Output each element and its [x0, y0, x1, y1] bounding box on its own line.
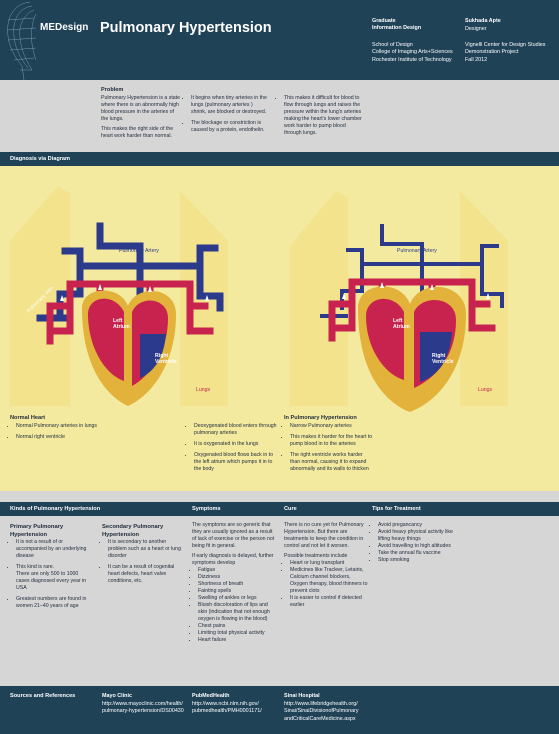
kinds-band: [0, 502, 559, 516]
blood-flow-item: It is oxygenated in the lungs: [194, 441, 278, 448]
problem-bullet: It begins when tiny arteries in the lung…: [191, 95, 267, 116]
hypertension-item: The right ventricle works harder than no…: [290, 452, 374, 473]
label-right-ventricle: Right Ventricle: [155, 353, 177, 365]
cure-item: Medicines like Tracleer, Letairis, Calci…: [290, 567, 368, 595]
program-title: Graduate Information Design: [372, 18, 422, 32]
secondary-item: It can be a result of cogenital heart de…: [108, 564, 184, 585]
symptoms-heading: Symptoms: [192, 506, 221, 512]
sources-heading: Sources and References: [10, 693, 76, 699]
diagnosis-heading: Diagnosis via Diagram: [10, 156, 70, 162]
heart-inner-left: [366, 298, 404, 380]
kinds-heading: Kinds of Pulmonary Hypertension: [10, 506, 101, 512]
label-left-atrium: Left Atrium: [113, 318, 130, 330]
symptom-item: Limiting total physical activity: [198, 630, 278, 637]
problem-col1: Pulmonary Hypertension is a state where …: [101, 95, 181, 143]
hypertension-heart-graphic: [320, 224, 504, 412]
symptom-item: Fainting spells: [198, 588, 278, 595]
project-info: Vignelli Center for Design Studies Demon…: [465, 42, 546, 63]
tip-item: Avoid heavy physical activity like lifti…: [378, 529, 456, 543]
sources-band: [0, 686, 559, 734]
symptom-item: Heart failure: [198, 637, 278, 644]
normal-heart-list: Normal Pulmonary arteries in lungs Norma…: [10, 423, 110, 441]
normal-heart-title: Normal Heart: [10, 415, 46, 421]
source-sinai-link[interactable]: http://www.lifebridgehealth.org/ Sinai/S…: [284, 701, 359, 722]
symptom-item: Swelling of ankles or legs: [198, 595, 278, 602]
problem-text: Pulmonary Hypertension is a state where …: [101, 95, 181, 123]
cure-intro2: Possible treatments include: [284, 553, 348, 560]
symptom-item: Bluish discoloration of lips and skin (i…: [198, 602, 278, 623]
cure-item: Heart or lung transplant: [290, 560, 368, 567]
diagnosis-band: [0, 152, 559, 166]
source-pubmed-title: PubMedHealth: [192, 693, 230, 699]
problem-bullet: The blockage or constriction is caused b…: [191, 120, 267, 134]
label-pulmonary-artery: Pulmonary Artery: [397, 248, 437, 254]
logo: MEDesign: [40, 22, 89, 33]
hypertension-title: In Pulmonary Hypertension: [284, 415, 357, 421]
heart-inner-left: [88, 298, 124, 381]
tips-heading: Tips for Treatment: [372, 506, 421, 512]
symptoms-section: The symptoms are so generic that they ar…: [192, 522, 278, 644]
blood-flow-list: Deoxygenated blood enters through pulmon…: [188, 423, 278, 473]
secondary-item: It is secondary to another problem such …: [108, 539, 184, 560]
primary-item: This kind is rare. There are only 500 to…: [16, 564, 90, 592]
school-info: School of Design College of Imaging Arts…: [372, 42, 453, 63]
secondary-list: It is secondary to another problem such …: [102, 539, 184, 585]
hypertension-item: This makes it harder for the heart to pu…: [290, 434, 374, 448]
symptom-item: Chest pains: [198, 623, 278, 630]
tip-item: Stop smoking: [378, 557, 456, 564]
cure-intro: There is no cure yet for Pulmonary Hyper…: [284, 522, 364, 550]
cure-section: There is no cure yet for Pulmonary Hyper…: [284, 522, 368, 609]
problem-bullet: This makes it difficult for blood to flo…: [284, 95, 364, 137]
secondary-title: Secondary Pulmonary Hypertension: [102, 524, 164, 538]
label-lungs: Lungs: [478, 387, 493, 393]
tips-section: Avoid pregancancy Avoid heavy physical a…: [372, 522, 456, 564]
problem-col3: This makes it difficult for blood to flo…: [278, 95, 364, 137]
face-wireframe-graphic: [0, 0, 38, 81]
label-pulmonary-artery: Pulmonary Artery: [119, 248, 159, 254]
problem-col2: It begins when tiny arteries in the lung…: [185, 95, 267, 134]
normal-heart-item: Normal right ventricle: [16, 434, 110, 441]
left-lung-shape: [10, 186, 70, 406]
source-mayo-title: Mayo Clinic: [102, 693, 132, 699]
right-ventricle-shape: [420, 332, 452, 382]
symptom-item: Fatigue: [198, 567, 278, 574]
source-sinai-title: Sinai Hospital: [284, 693, 320, 699]
tip-item: Avoid travelling to high altitudes: [378, 543, 456, 550]
cure-item: It is easier to control if detected earl…: [290, 595, 368, 609]
primary-list: It is not a result of or accompanied by …: [10, 539, 90, 610]
diagram-area: [0, 166, 559, 491]
heart-lung-diagram: [10, 186, 508, 412]
tip-item: Take the annual flu vaccine: [378, 550, 456, 557]
blood-flow-item: Oxygenated blood flows back in to the le…: [194, 452, 278, 473]
primary-title: Primary Pulmonary Hypertension: [10, 524, 64, 538]
hypertension-list: Narrow Pulmonary arteries This makes it …: [284, 423, 374, 473]
header-band: [0, 0, 559, 80]
primary-item: It is not a result of or accompanied by …: [16, 539, 90, 560]
symptoms-intro: The symptoms are so generic that they ar…: [192, 522, 275, 550]
problem-title: Problem: [101, 87, 124, 93]
primary-item: Greatest numbers are found in women 21–4…: [16, 596, 90, 610]
right-ventricle-shape: [140, 334, 166, 378]
label-right-ventricle: Right Ventricle: [432, 353, 454, 365]
symptom-item: Dizziness: [198, 574, 278, 581]
symptom-item: Shortness of breath: [198, 581, 278, 588]
left-lung-shape: [290, 191, 348, 406]
label-left-atrium: Left Atrium: [393, 318, 410, 330]
designer-role: Designer: [465, 26, 487, 32]
problem-text: This makes the right side of the heart w…: [101, 126, 174, 140]
label-lungs: Lungs: [196, 387, 211, 393]
page-title: Pulmonary Hypertension: [100, 20, 272, 36]
source-pubmed-link[interactable]: http://www.ncbi.nlm.nih.gov/ pubmedhealt…: [192, 701, 262, 715]
hypertension-item: Narrow Pulmonary arteries: [290, 423, 374, 430]
designer-name: Sukhada Apte: [465, 18, 501, 24]
source-mayo-link[interactable]: http://www.mayoclinic.com/health/ pulmon…: [102, 701, 184, 715]
symptoms-intro2: If early diagnosis is delayed, further s…: [192, 553, 274, 567]
blood-flow-item: Deoxygenated blood enters through pulmon…: [194, 423, 278, 437]
cure-heading: Cure: [284, 506, 297, 512]
normal-heart-graphic: [36, 222, 224, 406]
normal-heart-item: Normal Pulmonary arteries in lungs: [16, 423, 110, 430]
tip-item: Avoid pregancancy: [378, 522, 456, 529]
